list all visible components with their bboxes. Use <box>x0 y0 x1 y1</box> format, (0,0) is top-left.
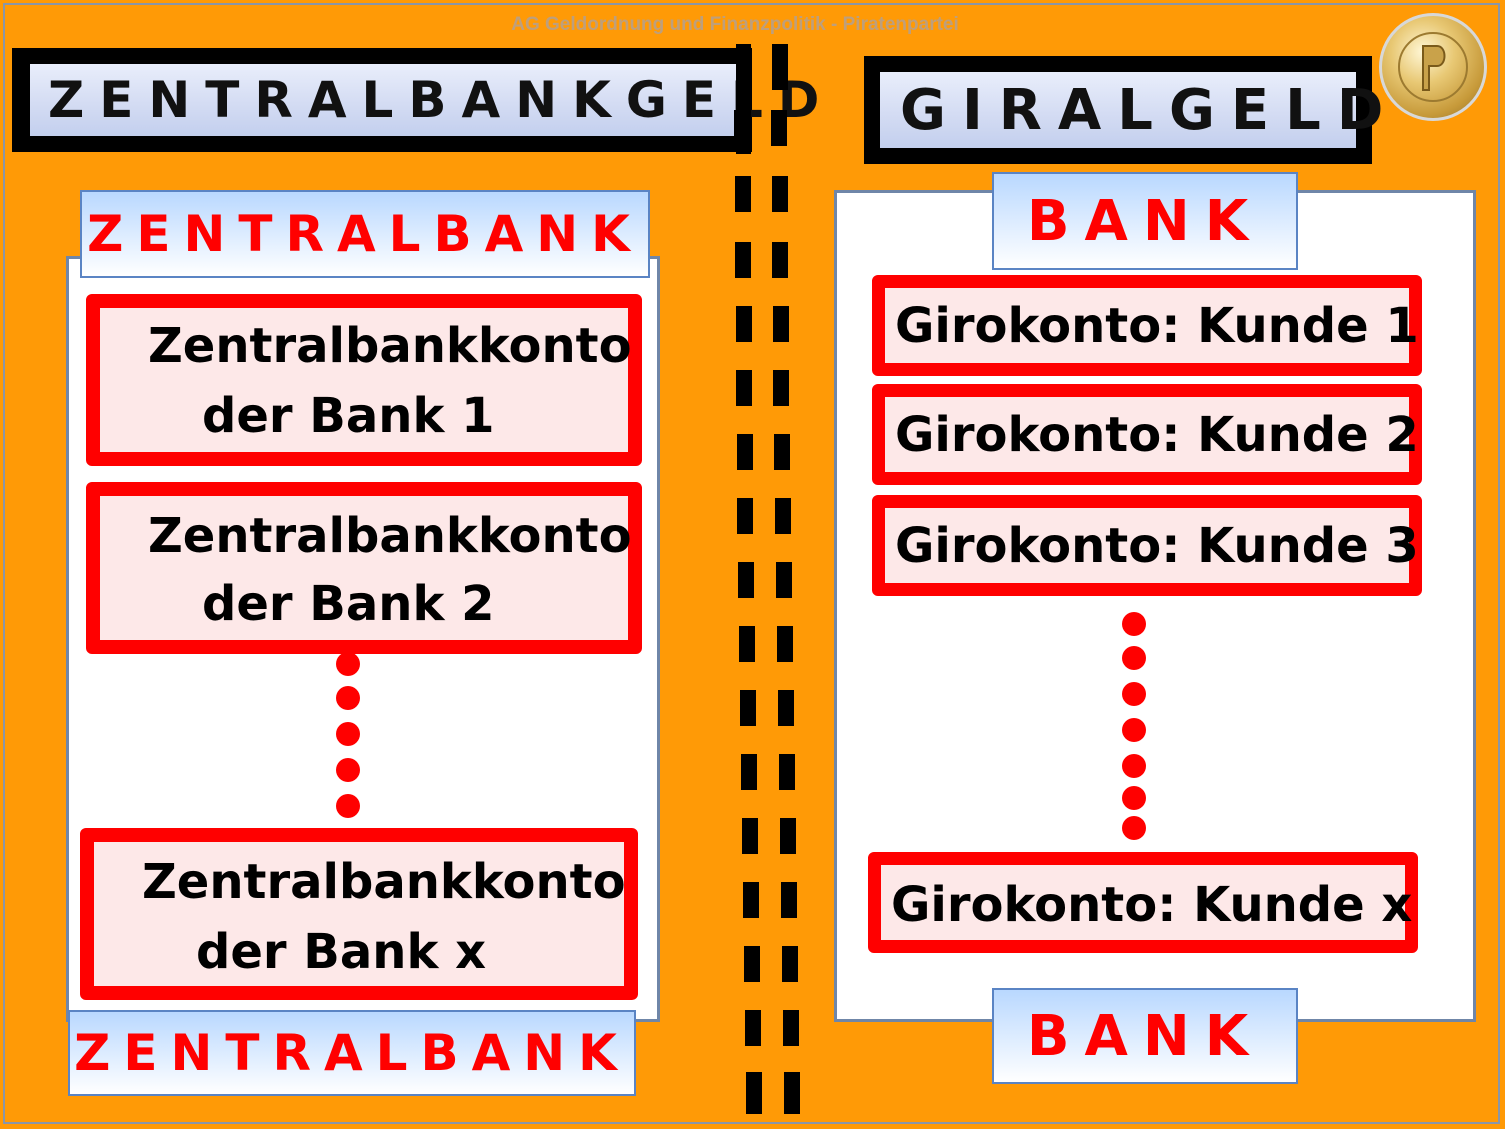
slide-frame <box>3 3 1500 1124</box>
girokonto-kunde-x: Girokonto: Kunde x <box>868 852 1418 953</box>
girokonto-kunde-1: Girokonto: Kunde 1 <box>872 275 1422 376</box>
account-line-2: der Bank x <box>196 924 487 980</box>
bank-bottom-label: BANK <box>992 988 1298 1084</box>
zentralbankkonto-bank-x: Zentralbankkonto der Bank x <box>80 828 638 1000</box>
girokonto-kunde-2: Girokonto: Kunde 2 <box>872 384 1422 485</box>
girokonto-kunde-3: Girokonto: Kunde 3 <box>872 495 1422 596</box>
heading-text: ZENTRALBANKGELD <box>48 71 835 129</box>
giralgeld-heading-box: GIRALGELD <box>864 56 1383 164</box>
zentralbank-top-label: ZENTRALBANK <box>80 190 650 278</box>
account-line-2: der Bank 1 <box>202 388 495 444</box>
account-line-1: Zentralbankkonto <box>142 854 626 910</box>
zentralbankgeld-heading-box: ZENTRALBANKGELD <box>12 48 819 152</box>
bank-top-label: BANK <box>992 172 1298 270</box>
giralgeld-heading: GIRALGELD <box>880 72 1383 148</box>
label-text: ZENTRALBANK <box>87 205 643 263</box>
zentralbankgeld-heading: ZENTRALBANKGELD <box>30 64 819 136</box>
zentralbank-bottom-label: ZENTRALBANK <box>68 1010 636 1096</box>
account-line-2: der Bank 2 <box>202 576 495 632</box>
account-label: Girokonto: Kunde x <box>891 877 1413 933</box>
piratenpartei-coin-icon <box>1379 13 1487 121</box>
account-line-1: Zentralbankkonto <box>148 508 632 564</box>
account-line-1: Zentralbankkonto <box>148 318 632 374</box>
zentralbankkonto-bank-2: Zentralbankkonto der Bank 2 <box>86 482 642 654</box>
account-label: Girokonto: Kunde 1 <box>895 298 1419 354</box>
label-text: ZENTRALBANK <box>74 1024 630 1082</box>
watermark-text: AG Geldordnung und Finanzpolitik - Pirat… <box>511 14 959 35</box>
label-text: BANK <box>1026 188 1264 254</box>
zentralbankkonto-bank-1: Zentralbankkonto der Bank 1 <box>86 294 642 466</box>
heading-text: GIRALGELD <box>900 77 1400 143</box>
account-label: Girokonto: Kunde 3 <box>895 518 1419 574</box>
account-label: Girokonto: Kunde 2 <box>895 407 1419 463</box>
label-text: BANK <box>1026 1003 1264 1069</box>
